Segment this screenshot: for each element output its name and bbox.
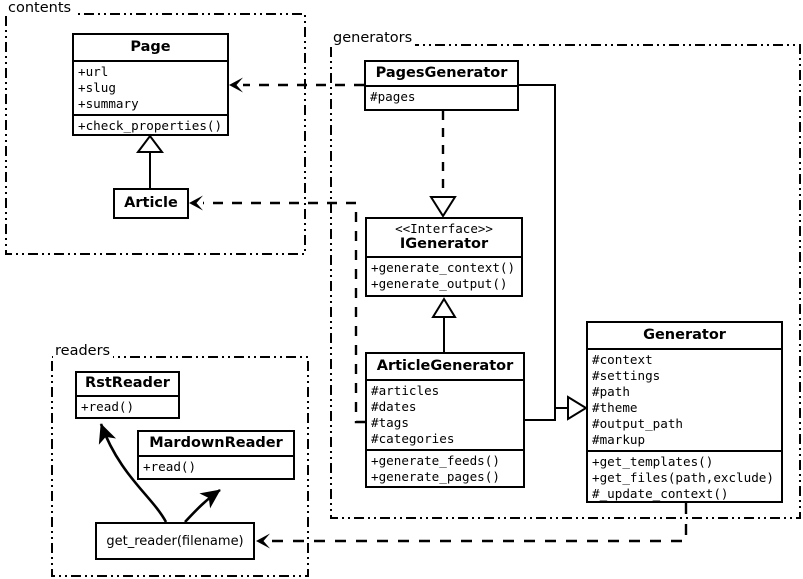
function-box-get-reader[interactable]: get_reader(filename) bbox=[95, 522, 255, 560]
attribute-row: #markup bbox=[592, 431, 646, 447]
class-box-articlegenerator[interactable]: ArticleGenerator #articles #dates #tags … bbox=[365, 352, 525, 488]
attribute-row: #dates bbox=[371, 399, 417, 415]
package-frame-generators bbox=[330, 44, 801, 519]
class-name-mardownreader: MardownReader bbox=[149, 435, 283, 451]
class-name-igenerator: IGenerator bbox=[399, 235, 489, 252]
edge-get-reader-creates-mardownreader bbox=[184, 488, 221, 523]
class-attributes-page: +url +slug +summary bbox=[74, 60, 227, 114]
operation-row: +read() bbox=[143, 459, 197, 475]
class-box-mardownreader[interactable]: MardownReader +read() bbox=[137, 430, 295, 480]
class-name-rstreader: RstReader bbox=[85, 375, 170, 391]
class-operations-mardownreader: +read() bbox=[139, 455, 293, 477]
operation-row: +generate_pages() bbox=[371, 468, 500, 484]
edge-pagesgenerator-realizes-igenerator bbox=[429, 111, 457, 218]
class-operations-page: +check_properties() bbox=[74, 114, 227, 136]
attribute-row: #pages bbox=[370, 89, 416, 105]
package-frame-readers bbox=[51, 356, 309, 577]
attribute-row: +summary bbox=[78, 96, 139, 112]
class-operations-articlegenerator: +generate_feeds() +generate_pages() bbox=[367, 448, 523, 487]
operation-row: +generate_feeds() bbox=[371, 452, 500, 468]
package-frame-contents bbox=[5, 13, 306, 255]
attribute-row: #output_path bbox=[592, 415, 683, 431]
attribute-row: #context bbox=[592, 352, 653, 368]
edge-get-reader-creates-rstreader bbox=[98, 423, 168, 523]
class-operations-rstreader: +read() bbox=[77, 395, 178, 417]
operation-row: +generate_context() bbox=[371, 259, 516, 275]
operation-row: +read() bbox=[81, 399, 135, 415]
operation-row: +get_files(path,exclude) bbox=[592, 469, 774, 485]
class-name-pagesgenerator: PagesGenerator bbox=[375, 65, 508, 81]
class-attributes-generator: #context #settings #path #theme #output_… bbox=[588, 348, 781, 450]
edge-pagesgenerator-depends-page bbox=[229, 77, 364, 93]
attribute-row: #tags bbox=[371, 415, 409, 431]
edge-articlegenerator-depends-article bbox=[189, 195, 365, 424]
function-label-get-reader: get_reader(filename) bbox=[106, 533, 244, 549]
edge-articlegenerator-realizes-igenerator bbox=[431, 297, 457, 352]
class-box-generator[interactable]: Generator #context #settings #path #them… bbox=[586, 321, 783, 503]
attribute-row: #theme bbox=[592, 400, 638, 415]
attribute-row: #settings bbox=[592, 368, 661, 384]
class-operations-generator: +get_templates() +get_files(path,exclude… bbox=[588, 449, 781, 504]
edge-article-inherits-page bbox=[136, 134, 164, 188]
package-frames bbox=[5, 13, 801, 577]
edge-generators-extend-generator bbox=[519, 84, 588, 421]
class-box-igenerator[interactable]: <<Interface>> IGenerator +generate_conte… bbox=[365, 217, 523, 297]
operation-row: +check_properties() bbox=[78, 118, 223, 133]
operation-row: #_update_context() bbox=[592, 485, 729, 501]
package-label-readers: readers bbox=[53, 343, 114, 359]
class-name-generator: Generator bbox=[643, 327, 726, 343]
attribute-row: #path bbox=[592, 384, 630, 400]
attribute-row: #categories bbox=[371, 431, 455, 446]
attribute-row: +slug bbox=[78, 80, 116, 96]
attribute-row: #articles bbox=[371, 383, 440, 399]
operation-row: +generate_output() bbox=[371, 275, 508, 291]
operation-row: +get_templates() bbox=[592, 453, 714, 469]
class-box-page[interactable]: Page +url +slug +summary +check_properti… bbox=[72, 33, 229, 136]
class-name-articlegenerator: ArticleGenerator bbox=[376, 358, 514, 374]
class-operations-igenerator: +generate_context() +generate_output() bbox=[367, 255, 521, 294]
class-name-page: Page bbox=[130, 39, 171, 55]
class-stereotype-igenerator: <<Interface>> bbox=[395, 221, 493, 236]
package-label-generators: generators bbox=[331, 30, 416, 46]
class-attributes-articlegenerator: #articles #dates #tags #categories bbox=[367, 379, 523, 449]
class-attributes-pagesgenerator: #pages bbox=[366, 85, 517, 107]
class-box-rstreader[interactable]: RstReader +read() bbox=[75, 371, 180, 419]
class-box-pagesgenerator[interactable]: PagesGenerator #pages bbox=[364, 60, 519, 111]
edge-generator-depends-get-reader bbox=[256, 503, 688, 549]
attribute-row: +url bbox=[78, 64, 109, 80]
class-name-article: Article bbox=[124, 195, 178, 212]
package-label-contents: contents bbox=[6, 0, 75, 16]
class-box-article[interactable]: Article bbox=[113, 188, 189, 219]
